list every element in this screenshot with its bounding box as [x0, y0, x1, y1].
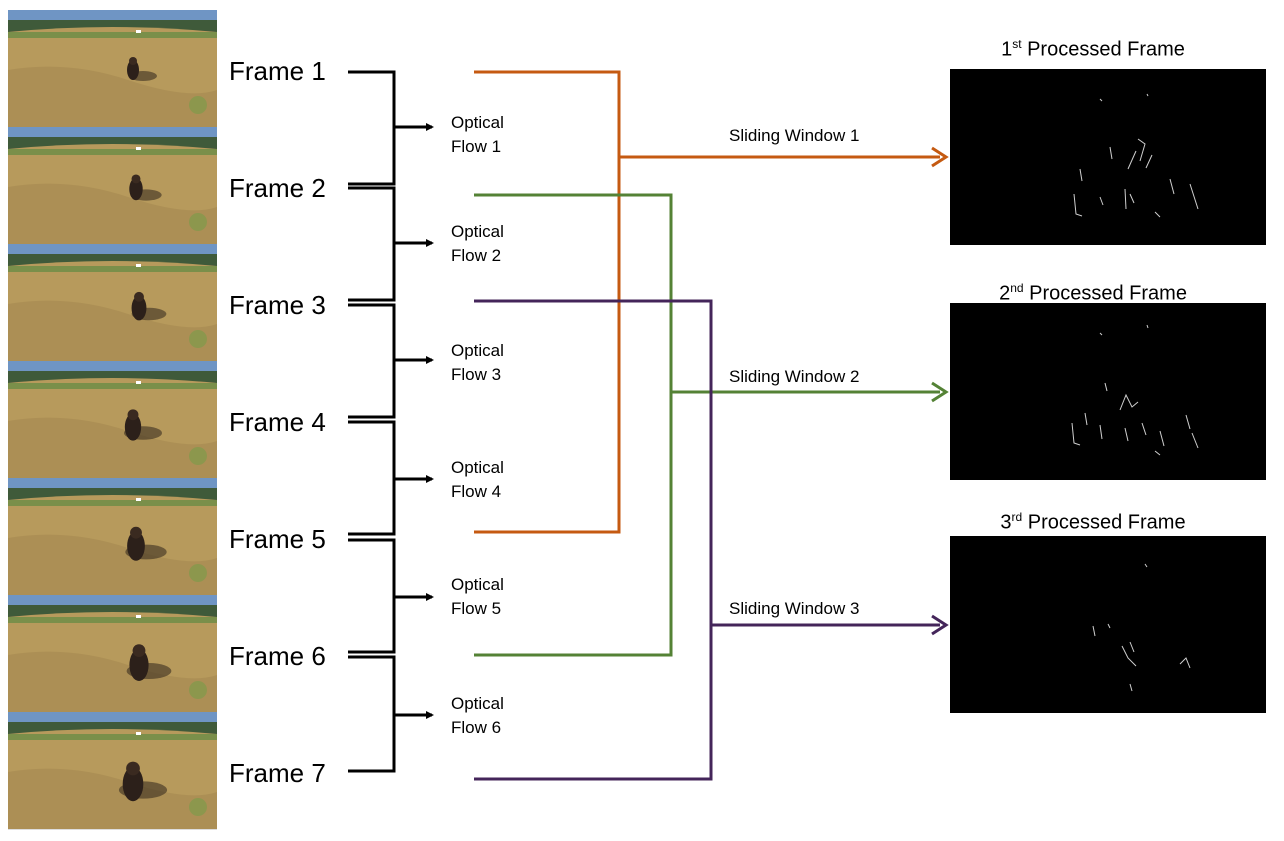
frame-label: Frame 5 [229, 524, 326, 554]
frame-label: Frame 7 [229, 758, 326, 788]
processed-frame-title: 2nd Processed Frame [999, 281, 1187, 305]
frame-label: Frame 6 [229, 641, 326, 671]
processed-frame-title: 3rd Processed Frame [1000, 510, 1186, 534]
frame-label: Frame 1 [229, 56, 326, 86]
video-frame-strip [8, 10, 217, 832]
field-scene-image [8, 595, 217, 712]
motion-streaks [1071, 324, 1199, 456]
sliding-window-2-connector [474, 193, 949, 657]
frame-to-flow-brackets [348, 70, 434, 773]
sliding-window-label: Sliding Window 3 [729, 599, 860, 618]
video-frame-thumbnail [8, 10, 217, 128]
video-frame-thumbnail [8, 244, 217, 362]
processed-frame-image [950, 536, 1266, 713]
video-frame-thumbnail [8, 127, 217, 245]
field-scene-image [8, 712, 217, 829]
processed-frame-title: 1st Processed Frame [1001, 37, 1185, 61]
video-frame-thumbnail [8, 478, 217, 596]
motion-streaks [1092, 563, 1191, 692]
sliding-window-label: Sliding Window 1 [729, 126, 860, 145]
processed-frame-image [950, 69, 1266, 245]
processed-frame-image [950, 303, 1266, 480]
frame-label: Frame 3 [229, 290, 326, 320]
video-frame-thumbnail [8, 361, 217, 479]
field-scene-image [8, 244, 217, 361]
sliding-window-label: Sliding Window 2 [729, 367, 860, 386]
frame-label: Frame 4 [229, 407, 326, 437]
motion-streaks [1073, 93, 1199, 218]
field-scene-image [8, 361, 217, 478]
video-frame-thumbnail [8, 712, 217, 830]
frame-label: Frame 2 [229, 173, 326, 203]
field-scene-image [8, 10, 217, 127]
sliding-window-3-connector [474, 299, 949, 781]
field-scene-image [8, 127, 217, 244]
field-scene-image [8, 478, 217, 595]
